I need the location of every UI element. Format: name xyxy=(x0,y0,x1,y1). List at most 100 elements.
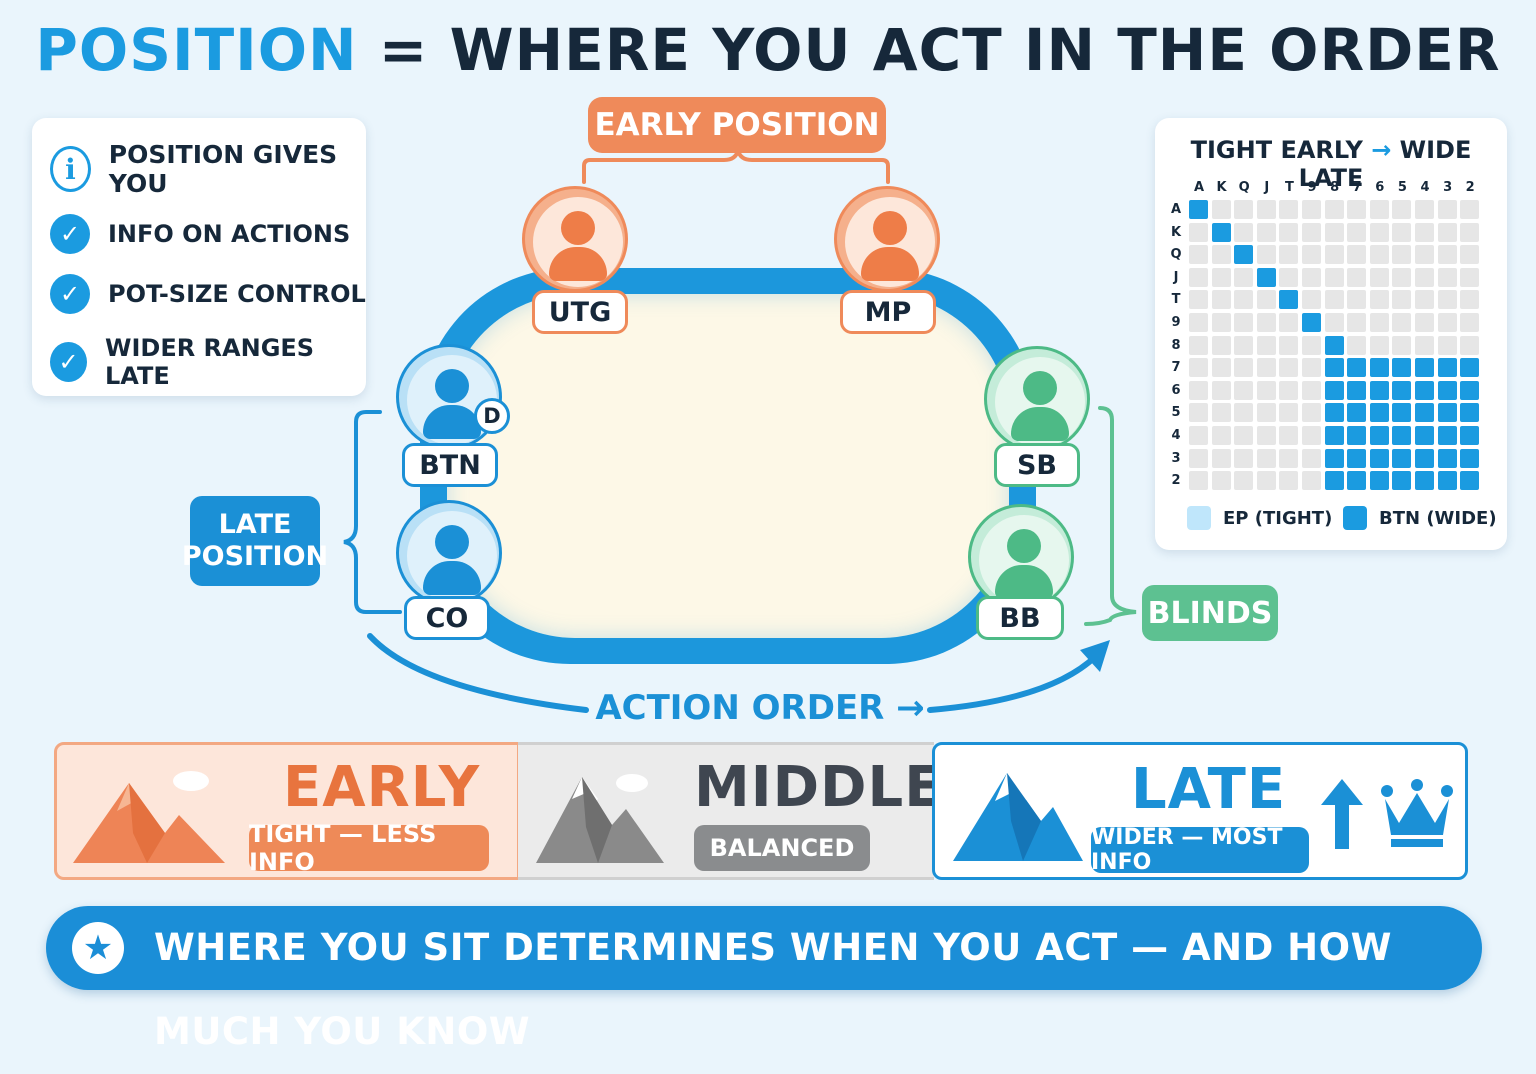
range-cell xyxy=(1324,471,1344,491)
range-cell xyxy=(1302,335,1321,355)
range-cell xyxy=(1302,403,1321,423)
range-cell xyxy=(1460,380,1480,400)
range-cell xyxy=(1437,471,1457,491)
range-cell xyxy=(1234,471,1254,491)
range-cell xyxy=(1189,222,1208,242)
range-cell xyxy=(1392,471,1412,491)
range-cell xyxy=(1392,426,1412,445)
category-early-pill: TIGHT — LESS INFO xyxy=(249,820,489,876)
info-item-label: POT-SIZE CONTROL xyxy=(108,280,366,308)
range-cell xyxy=(1189,290,1208,310)
range-col-label: 2 xyxy=(1465,180,1475,195)
range-cell xyxy=(1189,426,1208,445)
range-cell xyxy=(1437,403,1457,423)
legend-btn-swatch xyxy=(1343,506,1367,530)
range-cell xyxy=(1234,313,1254,332)
seat-mp-avatar xyxy=(834,186,940,292)
range-row-label: K xyxy=(1170,224,1182,240)
seat-sb-avatar xyxy=(984,346,1090,452)
player-icon xyxy=(1007,529,1041,563)
range-cell xyxy=(1211,245,1231,265)
seat-bb-label: BB xyxy=(976,596,1064,640)
range-cell xyxy=(1324,290,1344,310)
range-cell xyxy=(1211,267,1231,287)
range-cell xyxy=(1256,358,1276,378)
range-cell xyxy=(1347,290,1367,310)
info-icon: i xyxy=(50,146,91,192)
range-row-label: A xyxy=(1170,202,1182,217)
range-cell xyxy=(1234,448,1254,468)
range-cell xyxy=(1279,222,1299,242)
range-cell xyxy=(1460,358,1480,378)
range-row-label: 5 xyxy=(1171,405,1181,421)
seat-co-avatar xyxy=(396,500,502,606)
range-cell xyxy=(1279,426,1299,445)
seat-btn-label: BTN xyxy=(402,443,498,487)
range-cell xyxy=(1437,267,1457,287)
checkmark-icon: ✓ xyxy=(50,342,87,382)
info-item-label: WIDER RANGES LATE xyxy=(105,334,315,390)
range-cell xyxy=(1279,448,1299,468)
range-cell xyxy=(1460,426,1480,445)
range-cell xyxy=(1211,335,1231,355)
range-cell xyxy=(1211,448,1231,468)
seat-sb-label: SB xyxy=(994,443,1080,487)
range-cell xyxy=(1460,200,1480,219)
range-cell xyxy=(1189,358,1208,378)
range-col-label: 9 xyxy=(1307,180,1317,195)
range-cell xyxy=(1392,358,1412,378)
info-heading: POSITION GIVES YOU xyxy=(108,140,338,198)
range-cell xyxy=(1392,245,1412,265)
dealer-button: D xyxy=(474,398,510,434)
mountain-icon xyxy=(73,771,225,863)
range-cell xyxy=(1437,335,1457,355)
range-cell xyxy=(1324,448,1344,468)
seat-mp-label: MP xyxy=(840,290,936,334)
range-cell xyxy=(1392,380,1412,400)
late-label-line2: POSITION xyxy=(181,541,329,572)
range-row-label: 7 xyxy=(1171,360,1181,376)
poker-table-felt xyxy=(447,294,1009,638)
range-cell xyxy=(1211,222,1231,242)
range-cell xyxy=(1347,403,1367,423)
range-cell xyxy=(1256,403,1276,423)
range-col-label: Q xyxy=(1238,180,1250,195)
late-brace xyxy=(343,410,402,614)
range-cell xyxy=(1392,267,1412,287)
range-cell xyxy=(1189,200,1208,219)
range-cell xyxy=(1302,313,1321,332)
range-cell xyxy=(1302,380,1321,400)
action-arc-left xyxy=(367,633,589,713)
range-cell xyxy=(1211,426,1231,445)
range-cell xyxy=(1189,471,1208,491)
range-cell xyxy=(1347,313,1367,332)
player-icon xyxy=(873,211,907,245)
range-cell xyxy=(1256,380,1276,400)
range-cell xyxy=(1189,267,1208,287)
range-cell xyxy=(1369,335,1389,355)
range-cell xyxy=(1369,290,1389,310)
action-arc-right xyxy=(927,653,1099,713)
range-cell xyxy=(1415,448,1434,468)
range-row-label: 8 xyxy=(1171,337,1181,353)
range-cell xyxy=(1392,335,1412,355)
range-cell xyxy=(1211,200,1231,219)
range-cell xyxy=(1460,267,1480,287)
range-cell xyxy=(1392,313,1412,332)
range-cell xyxy=(1392,200,1412,219)
category-late-pill: WIDER — MOST INFO xyxy=(1091,825,1309,875)
range-cell xyxy=(1211,403,1231,423)
range-cell xyxy=(1369,313,1389,332)
range-cell xyxy=(1279,313,1299,332)
range-cell xyxy=(1460,403,1480,423)
range-col-label: 3 xyxy=(1443,180,1453,195)
range-col-label: 6 xyxy=(1375,180,1385,195)
range-cell xyxy=(1347,222,1367,242)
range-cell xyxy=(1256,313,1276,332)
range-cell xyxy=(1324,335,1344,355)
player-icon xyxy=(435,525,469,559)
category-middle-pill: BALANCED xyxy=(694,825,870,871)
range-cell xyxy=(1415,290,1434,310)
range-cell xyxy=(1234,335,1254,355)
seat-utg-label: UTG xyxy=(532,290,628,334)
